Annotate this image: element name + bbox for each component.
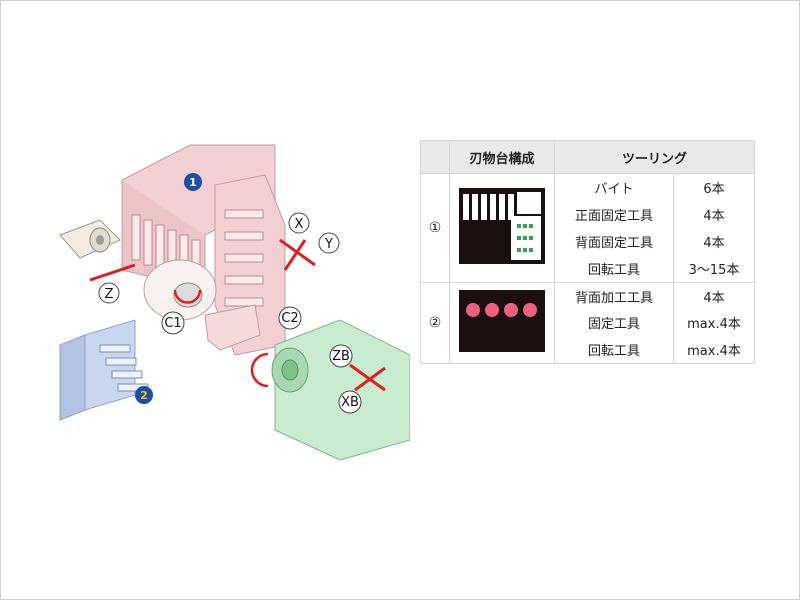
turret-2-badge xyxy=(135,386,153,404)
xb-label: XB xyxy=(341,395,359,410)
tool-count: max.4本 xyxy=(673,336,755,365)
z-label: Z xyxy=(105,287,114,302)
tool-name: 正面固定工具 xyxy=(554,201,674,228)
turret-2-thumbnail xyxy=(459,290,545,352)
group-1-number: ① xyxy=(420,173,450,283)
table-row: 背面固定工具 4本 xyxy=(421,227,755,255)
tool-count: 4本 xyxy=(673,282,755,310)
c1-label: C1 xyxy=(164,316,181,331)
back-spindle xyxy=(250,319,410,460)
turret-1-number: 1 xyxy=(189,176,197,189)
table-header-row: 刃物台構成 ツーリング xyxy=(420,140,755,174)
y-axis-arrow xyxy=(279,238,316,267)
table-row: 回転工具 max.4本 xyxy=(421,336,755,365)
machine-diagram: Z X Y C1 C2 ZB XB 1 2 xyxy=(59,144,410,460)
tool-name: 回転工具 xyxy=(554,254,674,283)
header-turret-config: 刃物台構成 xyxy=(449,140,555,174)
turret-2-image xyxy=(449,282,555,364)
zb-label: ZB xyxy=(332,349,350,364)
turret-1-badge xyxy=(184,173,202,191)
c2-label: C2 xyxy=(281,311,298,326)
table-row: ② 背面加工工具 4本 xyxy=(420,282,755,364)
main-spindle xyxy=(59,219,121,259)
table-row: 固定工具 max.4本 xyxy=(421,309,755,337)
tool-count: 3〜15本 xyxy=(673,254,755,283)
turret-2 xyxy=(59,319,149,421)
label-circles xyxy=(98,212,362,414)
tool-count: 4本 xyxy=(673,201,755,228)
z-axis-arrow xyxy=(89,263,136,282)
turret-1 xyxy=(121,144,286,356)
y-label: Y xyxy=(324,237,333,252)
zb-axis-arrow xyxy=(349,363,386,392)
table-row: 正面固定工具 4本 xyxy=(421,201,755,228)
tool-count: 4本 xyxy=(673,227,755,255)
tool-count: 6本 xyxy=(673,173,755,201)
x-axis-arrow xyxy=(283,239,307,271)
group-2-number: ② xyxy=(420,282,450,364)
tool-name: 固定工具 xyxy=(554,309,674,337)
table-row: ① バイト xyxy=(420,173,755,283)
tool-name: バイト xyxy=(554,173,674,201)
turret-1-thumbnail xyxy=(459,188,545,264)
header-blank xyxy=(420,140,450,174)
x-label: X xyxy=(295,217,304,232)
tool-name: 背面固定工具 xyxy=(554,227,674,255)
tooling-table: 刃物台構成 ツーリング ① xyxy=(420,140,755,365)
tool-name: 背面加工工具 xyxy=(554,282,674,310)
axis-arrows xyxy=(89,238,386,392)
turret-1-image xyxy=(449,173,555,283)
turret-2-number: 2 xyxy=(140,389,148,402)
header-tooling: ツーリング xyxy=(554,140,755,174)
xb-axis-arrow xyxy=(354,366,386,392)
table-row: 回転工具 3〜15本 xyxy=(421,254,755,283)
tool-name: 回転工具 xyxy=(554,336,674,365)
tool-count: max.4本 xyxy=(673,309,755,337)
